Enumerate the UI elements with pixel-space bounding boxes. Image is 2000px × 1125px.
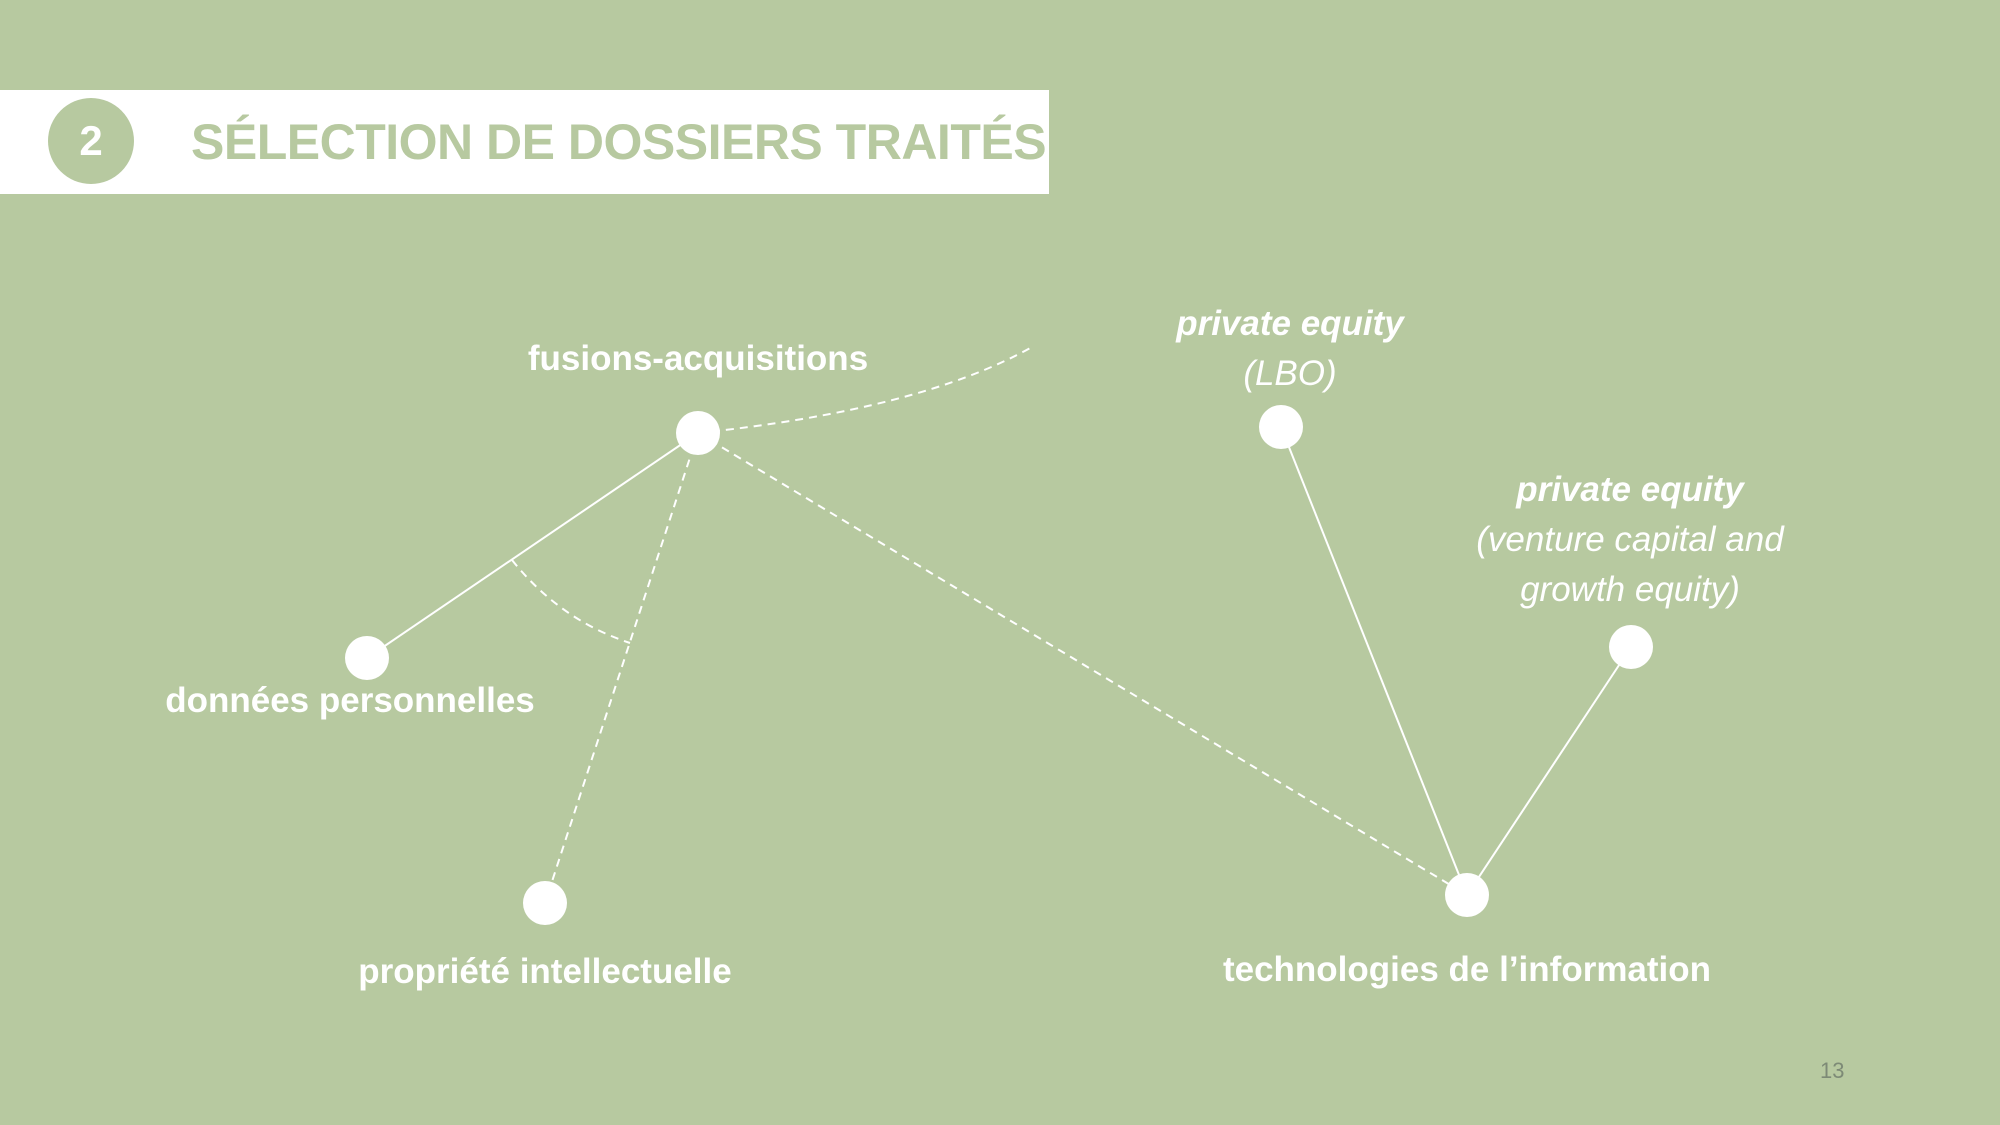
node-it [1445, 873, 1489, 917]
label-fusions-acquisitions: fusions-acquisitions [527, 339, 869, 378]
label-private-equity-vc-sub1: (venture capital and [1476, 520, 1784, 559]
node-pe-vc [1609, 625, 1653, 669]
label-private-equity-vc-title: private equity [1516, 470, 1744, 509]
edge-pelbo-it [1280, 426, 1468, 896]
section-number-badge: 2 [48, 98, 134, 184]
label-propriete-intellectuelle: propriété intellectuelle [358, 952, 732, 991]
label-donnees-personnelles: données personnelles [165, 681, 535, 720]
edge-ma-it [697, 432, 1468, 896]
node-ma [676, 411, 720, 455]
edge-pevc-it [1466, 646, 1632, 896]
label-private-equity-lbo-sub: (LBO) [1243, 354, 1337, 393]
label-private-equity-vc: private equity (venture capital and grow… [1400, 465, 1860, 615]
label-private-equity-vc-sub2: growth equity) [1520, 570, 1740, 609]
label-technologies-information: technologies de l’information [1222, 950, 1712, 989]
node-ip [523, 881, 567, 925]
edge-angle-arc [511, 559, 631, 644]
node-data [345, 636, 389, 680]
node-pe-lbo [1259, 405, 1303, 449]
label-private-equity-lbo: private equity (LBO) [1080, 299, 1500, 399]
edge-ma-data [366, 432, 699, 659]
edge-ma-ip [544, 432, 699, 904]
edge-ma-curve [697, 346, 1033, 434]
label-private-equity-lbo-title: private equity [1176, 304, 1404, 343]
page-number: 13 [1820, 1058, 1845, 1083]
title-banner: 2 SÉLECTION DE DOSSIERS TRAITÉS [0, 90, 1049, 194]
section-title: SÉLECTION DE DOSSIERS TRAITÉS [191, 114, 1047, 170]
